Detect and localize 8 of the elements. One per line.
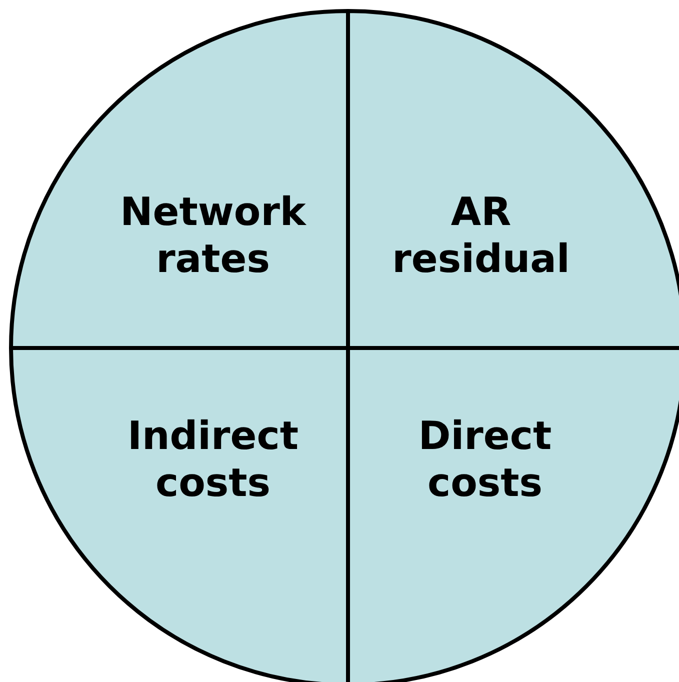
pie-quadrant xyxy=(11,348,348,682)
quadrant-label: AR residual xyxy=(392,190,570,284)
quadrant-label: Network rates xyxy=(120,190,306,284)
pie-quadrant xyxy=(348,11,679,348)
pie-quadrant xyxy=(348,348,679,682)
pie-quadrant xyxy=(11,11,348,348)
quadrant-label: Indirect costs xyxy=(128,414,298,508)
quadrant-label: Direct costs xyxy=(418,414,552,508)
